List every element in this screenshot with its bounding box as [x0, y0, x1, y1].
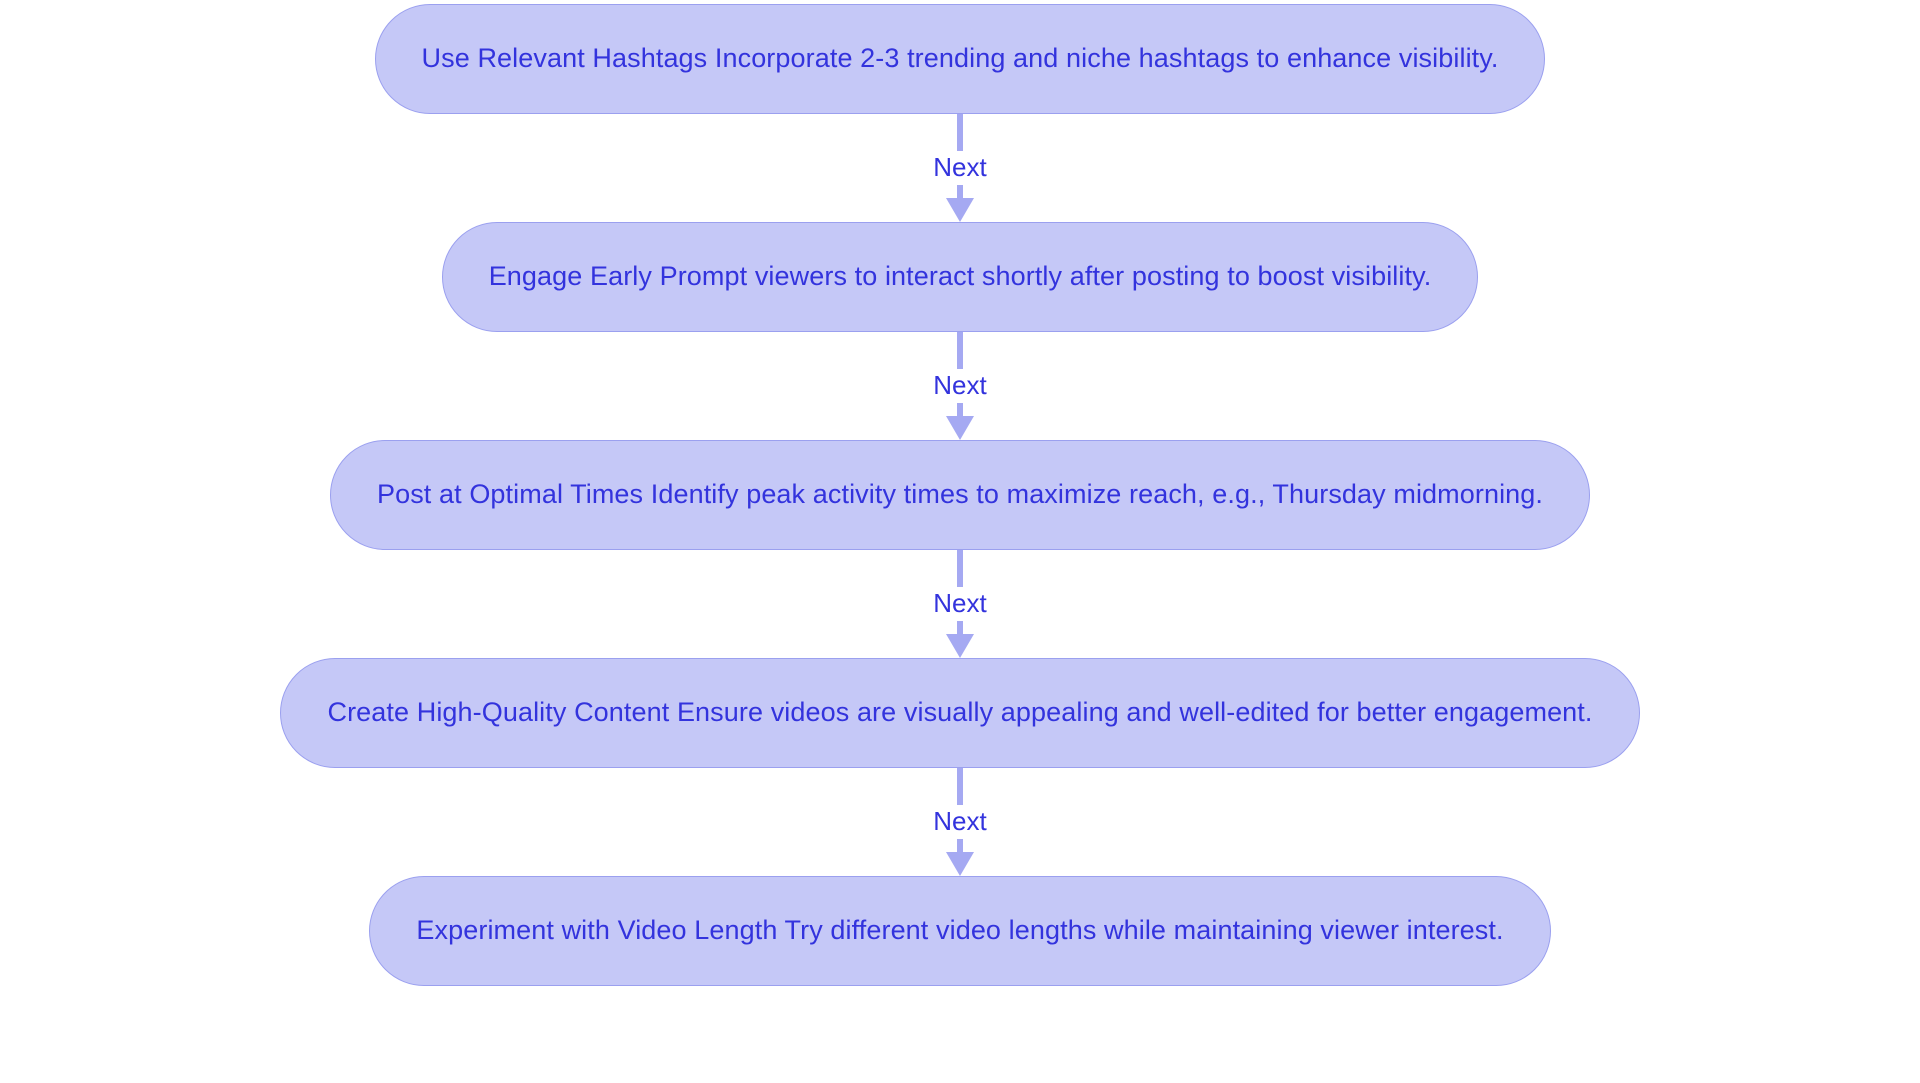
flowchart-node-2-label: Engage Early Prompt viewers to interact …: [488, 261, 1432, 292]
flowchart-node-1[interactable]: Use Relevant Hashtags Incorporate 2-3 tr…: [374, 4, 1546, 114]
flowchart-node-4[interactable]: Create High-Quality Content Ensure video…: [280, 658, 1640, 768]
flowchart-connector-1: Next: [850, 114, 1070, 222]
arrow-down-icon: [946, 852, 974, 876]
flowchart-connector-3-label: Next: [924, 587, 996, 621]
flowchart-node-4-label: Create High-Quality Content Ensure video…: [327, 697, 1593, 728]
flowchart-node-3-label: Post at Optimal Times Identify peak acti…: [376, 479, 1544, 510]
flowchart-connector-2: Next: [850, 332, 1070, 440]
arrow-down-icon: [946, 634, 974, 658]
arrow-down-icon: [946, 198, 974, 222]
flowchart-connector-3: Next: [850, 550, 1070, 658]
flowchart-connector-4: Next: [850, 768, 1070, 876]
arrow-down-icon: [946, 416, 974, 440]
flowchart-node-2[interactable]: Engage Early Prompt viewers to interact …: [441, 222, 1479, 332]
flowchart-node-5[interactable]: Experiment with Video Length Try differe…: [369, 876, 1551, 986]
flowchart-connector-2-label: Next: [924, 369, 996, 403]
flowchart-node-1-label: Use Relevant Hashtags Incorporate 2-3 tr…: [421, 43, 1499, 74]
flowchart-connector-1-label: Next: [924, 151, 996, 185]
flowchart-node-5-label: Experiment with Video Length Try differe…: [416, 915, 1504, 946]
flowchart-connector-4-label: Next: [924, 805, 996, 839]
flowchart-node-3[interactable]: Post at Optimal Times Identify peak acti…: [329, 440, 1591, 550]
